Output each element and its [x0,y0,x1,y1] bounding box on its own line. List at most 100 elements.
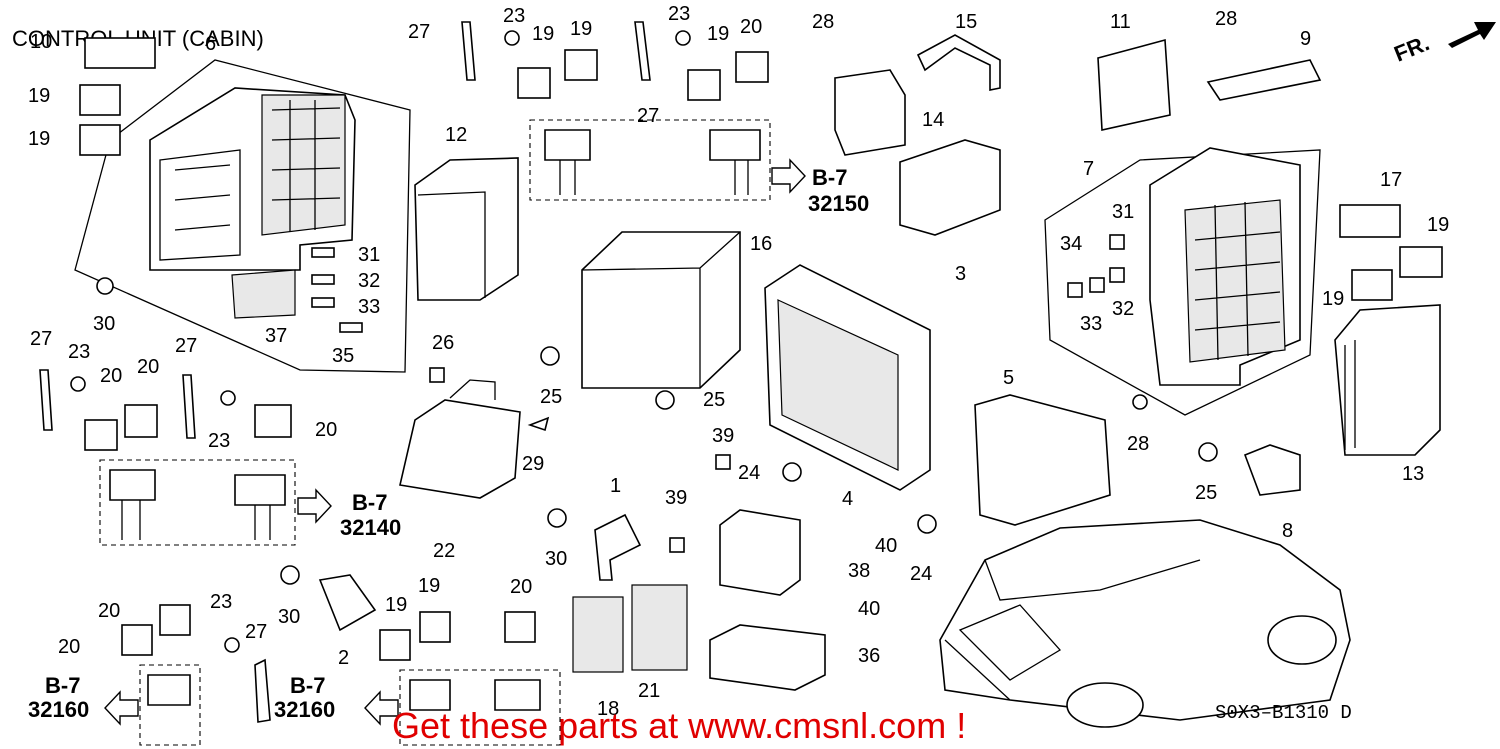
callout: 17 [1380,169,1402,191]
ref-arrow-icon [364,690,399,726]
callout: 20 [315,419,337,441]
callout: 28 [1127,433,1149,455]
control-unit-22 [399,379,521,499]
callout: 12 [445,124,467,146]
callout: 25 [1195,482,1217,504]
callout: 19 [385,594,407,616]
callout: 28 [1215,8,1237,30]
callout: 19 [1322,288,1344,310]
bracket-27a [461,21,476,81]
bracket-27e [254,658,271,723]
front-label: FR. [1391,30,1433,66]
callout: 33 [1080,313,1102,335]
bracket-5 [974,394,1111,526]
vehicle-location-sketch [939,519,1351,728]
relays-17-19 [1339,204,1443,301]
relay-group-32160a-frame [139,664,201,746]
unit-3 [899,139,1001,236]
callout: 18 [597,698,619,720]
callout: 27 [637,105,659,127]
svg-text:32140: 32140 [340,515,401,540]
callout: 8 [1282,520,1293,542]
callout: 20 [98,600,120,622]
relay-group-32150-frame [529,119,771,201]
relay-10 [84,37,156,69]
svg-text:B-7: B-7 [352,490,387,515]
callout: 13 [1402,463,1424,485]
bracket-15 [916,34,1001,91]
front-direction-indicator: FR. [1391,22,1496,67]
control-unit-4 [764,264,931,491]
svg-text:B-7: B-7 [45,673,80,698]
callout: 7 [1083,158,1094,180]
bracket-9 [1206,59,1322,101]
fuse-box-6-frame [74,59,411,373]
callout: 31 [358,244,380,266]
callout: 4 [842,488,853,510]
callout: 15 [955,11,977,33]
callout: 24 [738,462,760,484]
callout: 34 [1060,233,1082,255]
callout: 20 [740,16,762,38]
callout: 40 [875,535,897,557]
callout: 23 [503,5,525,27]
relay-19a [79,84,121,116]
unit-36 [709,624,826,691]
callout: 40 [858,598,880,620]
callout: 20 [137,356,159,378]
ref-arrow-icon [771,158,806,194]
bracket-27b [634,21,651,81]
callout: 35 [332,345,354,367]
callout: 26 [432,332,454,354]
callout: 19 [418,575,440,597]
bracket-8 [1243,444,1301,496]
svg-text:32160: 32160 [28,697,89,722]
unit-11 [1097,38,1171,131]
callout-numbers: 10 6 19 19 27 23 19 19 27 23 19 20 28 15… [28,3,1449,720]
ref-arrow-icon [297,488,332,524]
control-unit-12 [414,157,519,301]
callout: 30 [545,548,567,570]
promo-banner[interactable]: Get these parts at www.cmsnl.com ! [392,705,966,746]
bracket-1 [594,513,642,581]
reference-32160a: B-7 32160 [28,673,139,726]
nut-30a [96,277,114,295]
unit-14 [834,69,906,156]
fuse-box-6 [149,87,356,271]
reference-32150: B-7 32150 [771,158,869,216]
callout: 31 [1112,201,1134,223]
cover-37 [231,269,296,319]
callout: 14 [922,109,944,131]
relays-18-21 [572,584,688,673]
callout: 2 [338,647,349,669]
callout: 38 [848,560,870,582]
callout: 36 [858,645,880,667]
bracket-2 [318,574,377,632]
callout: 23 [668,3,690,25]
callout: 1 [610,475,621,497]
bolt-23e [224,637,240,653]
callout: 33 [358,296,380,318]
fuses-31-35 [311,247,363,333]
reference-32160b: B-7 32160 [274,673,399,726]
control-unit-16 [581,231,741,389]
callout: 39 [712,425,734,447]
callout: 19 [28,128,50,150]
callout: 22 [433,540,455,562]
callout: 20 [510,576,532,598]
relay-group-32140-frame [99,459,296,546]
callout: 5 [1003,367,1014,389]
callout: 19 [570,18,592,40]
callout: 21 [638,680,660,702]
left-lower-relays [84,404,292,540]
bottom-relays [121,604,541,711]
callout: 37 [265,325,287,347]
callout: 19 [532,23,554,45]
callout: 29 [522,453,544,475]
callout: 39 [665,487,687,509]
callout: 6 [205,33,216,55]
callout: 32 [1112,298,1134,320]
callout: 23 [68,341,90,363]
unit-38 [719,509,801,596]
